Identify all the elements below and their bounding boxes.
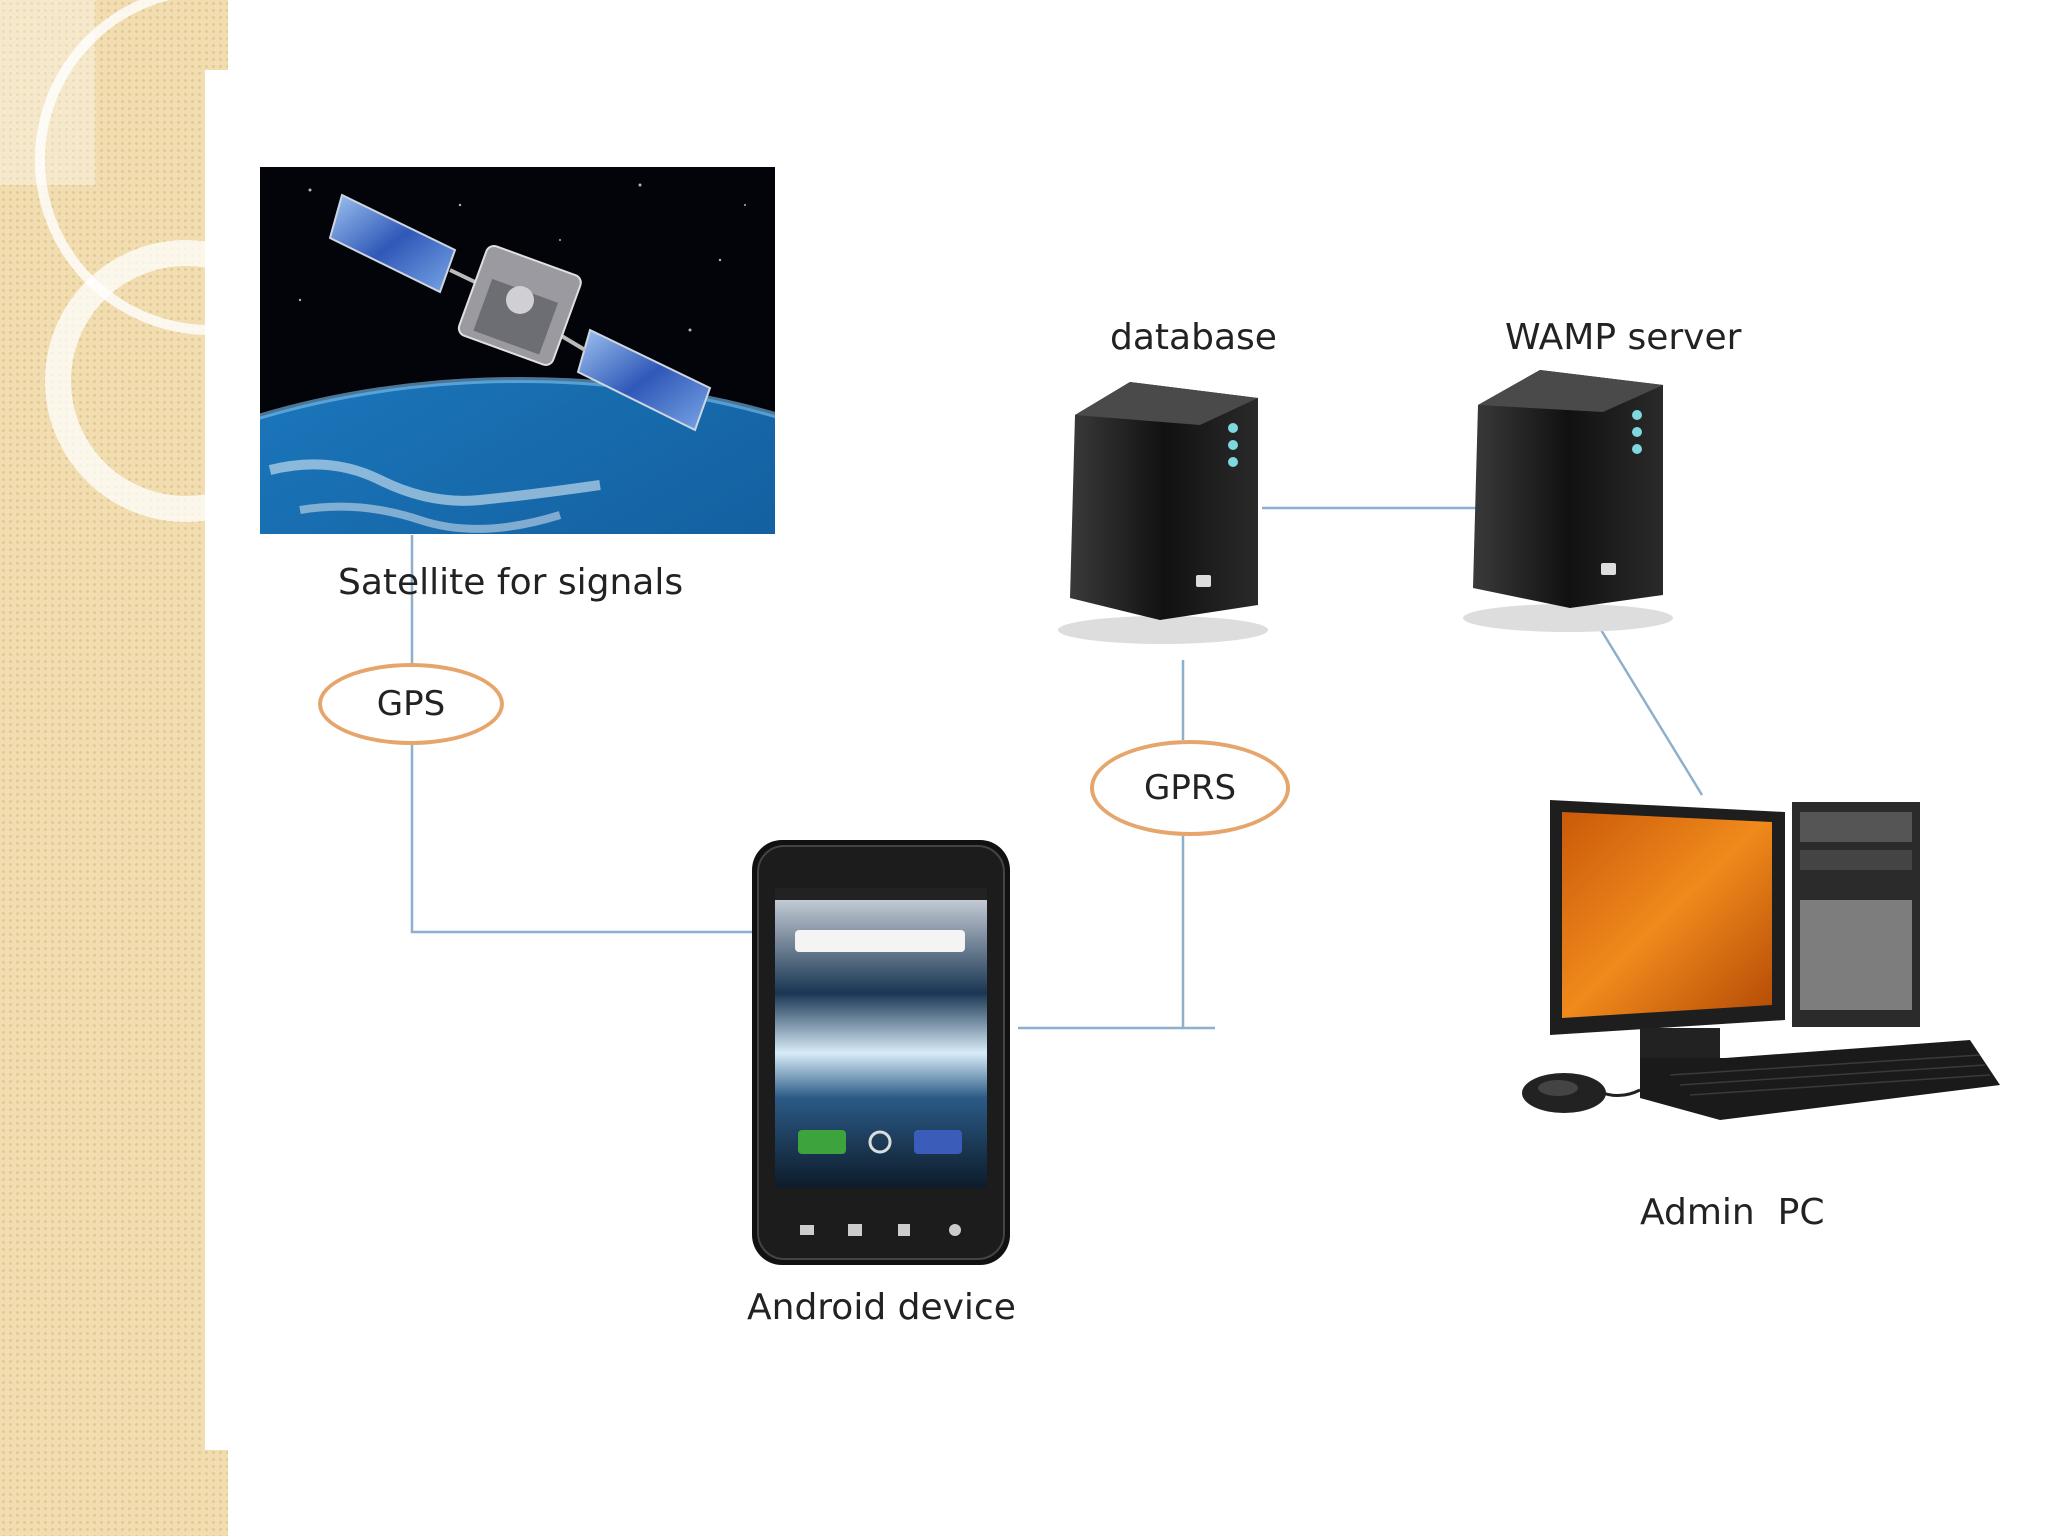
admin-pc-label: Admin PC	[1640, 1192, 1825, 1233]
satellite-icon	[328, 193, 712, 432]
decorative-rings	[0, 0, 205, 1536]
admin-pc-icon	[1522, 800, 2000, 1120]
database-label: database	[1110, 317, 1277, 358]
gprs-connection-badge: GPRS	[1090, 740, 1290, 836]
gps-label: GPS	[376, 684, 446, 724]
decorative-sidebar	[0, 0, 228, 1536]
android-device-label: Android device	[747, 1287, 1016, 1328]
line-gprs-to-android	[1018, 836, 1185, 1030]
connection-lines	[410, 506, 1704, 1030]
satellite-label: Satellite for signals	[338, 562, 684, 603]
line-wamp-to-admin	[1593, 619, 1704, 796]
line-gps-to-android	[410, 745, 752, 934]
database-server-icon	[1058, 382, 1268, 644]
wamp-server-label: WAMP server	[1505, 317, 1742, 358]
wamp-server-icon	[1463, 370, 1673, 632]
satellite-image	[260, 167, 775, 534]
android-phone-icon	[752, 840, 1010, 1265]
gps-connection-badge: GPS	[318, 663, 504, 745]
gprs-label: GPRS	[1143, 768, 1237, 808]
